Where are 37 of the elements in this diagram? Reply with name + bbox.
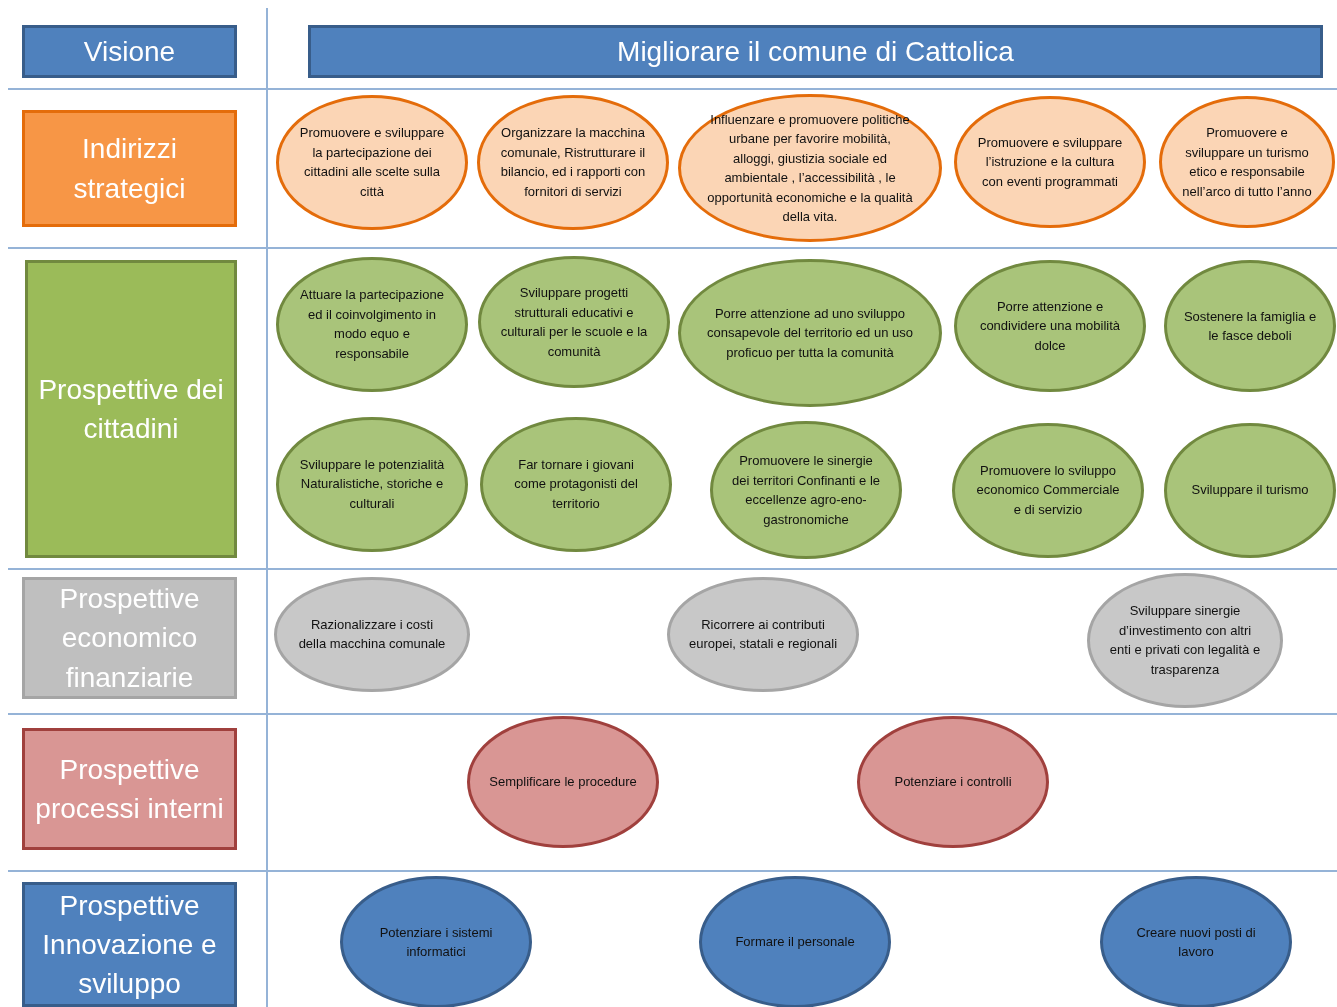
header-box: [25, 260, 237, 558]
objective-text: Promuovere e sviluppare l’istruzione e la cultura con eventi programmati: [976, 133, 1124, 191]
row-heading: Prospettive economico finanziarie: [58, 582, 201, 695]
row-heading: Indirizzi strategici: [72, 132, 187, 206]
objective-text: Promuovere le sinergie dei territori Confinanti e le eccellenze agro-eno-gastronomiche: [731, 452, 881, 529]
header-box: [22, 882, 237, 1007]
objective-text: Promuovere lo sviluppo economico Commerciale e di servizio: [975, 461, 1121, 519]
objective-text: Porre attenzione e condividere una mobilità dolce: [978, 297, 1122, 355]
objective-text: Potenziare i sistemi informatici: [378, 923, 494, 961]
header-box: [22, 25, 237, 78]
objective-text: Potenziare i controlli: [894, 773, 1012, 792]
row-heading: Prospettive dei cittadini: [37, 372, 225, 446]
objective-text: Sviluppare sinergie d’investimento con altri enti e privati con legalità e trasparenza: [1108, 602, 1262, 679]
objective-text: Creare nuovi posti di lavoro: [1135, 923, 1257, 961]
objective-text: Sviluppare il turismo: [1191, 481, 1309, 500]
objective-text: Sostenere la famiglia e le fasce deboli: [1183, 307, 1317, 345]
row-heading: Migliorare il comune di Cattolica: [617, 34, 1014, 69]
objective-text: Porre attenzione ad uno sviluppo consapevole del territorio ed un uso proficuo per tutta la comunità: [707, 304, 913, 362]
row-heading: Prospettive Innovazione e sviluppo: [41, 888, 218, 1002]
row-heading: Visione: [83, 34, 176, 69]
row-heading: Prospettive processi interni: [34, 752, 225, 826]
objective-text: Semplificare le procedure: [489, 773, 637, 792]
objective-text: Promuovere e sviluppare la partecipazione dei cittadini alle scelte sulla città: [298, 124, 446, 201]
header-box: [308, 25, 1323, 78]
objective-text: Razionalizzare i costi della macchina comunale: [297, 615, 447, 653]
objective-text: Sviluppare le potenzialità Naturalistiche, storiche e culturali: [298, 455, 446, 513]
header-box: [22, 577, 237, 699]
objective-text: Ricorrere ai contributi europei, statali e regionali: [688, 615, 838, 653]
objective-text: Organizzare la macchina comunale, Ristrutturare il bilancio, ed i rapporti con fornitori di servizi: [499, 124, 647, 201]
objective-text: Formare il personale: [735, 933, 855, 952]
objective-text: Attuare la partecipazione ed il coinvolgimento in modo equo e responsabile: [299, 286, 445, 363]
objective-text: Sviluppare progetti strutturali educativi e culturali per le scuole e la comunità: [499, 284, 649, 361]
objective-text: Influenzare e promuovere politiche urbane per favorire mobilità, alloggi, giustizia sociale ed ambientale , l’accessibilità , le opportunità economiche e la qualità della vita.: [707, 110, 913, 226]
header-box: [22, 728, 237, 850]
objective-text: Promuovere e sviluppare un turismo etico e responsabile nell’arco di tutto l’anno: [1181, 124, 1313, 201]
header-box: [22, 110, 237, 227]
objective-text: Far tornare i giovani come protagonisti del territorio: [513, 455, 639, 513]
